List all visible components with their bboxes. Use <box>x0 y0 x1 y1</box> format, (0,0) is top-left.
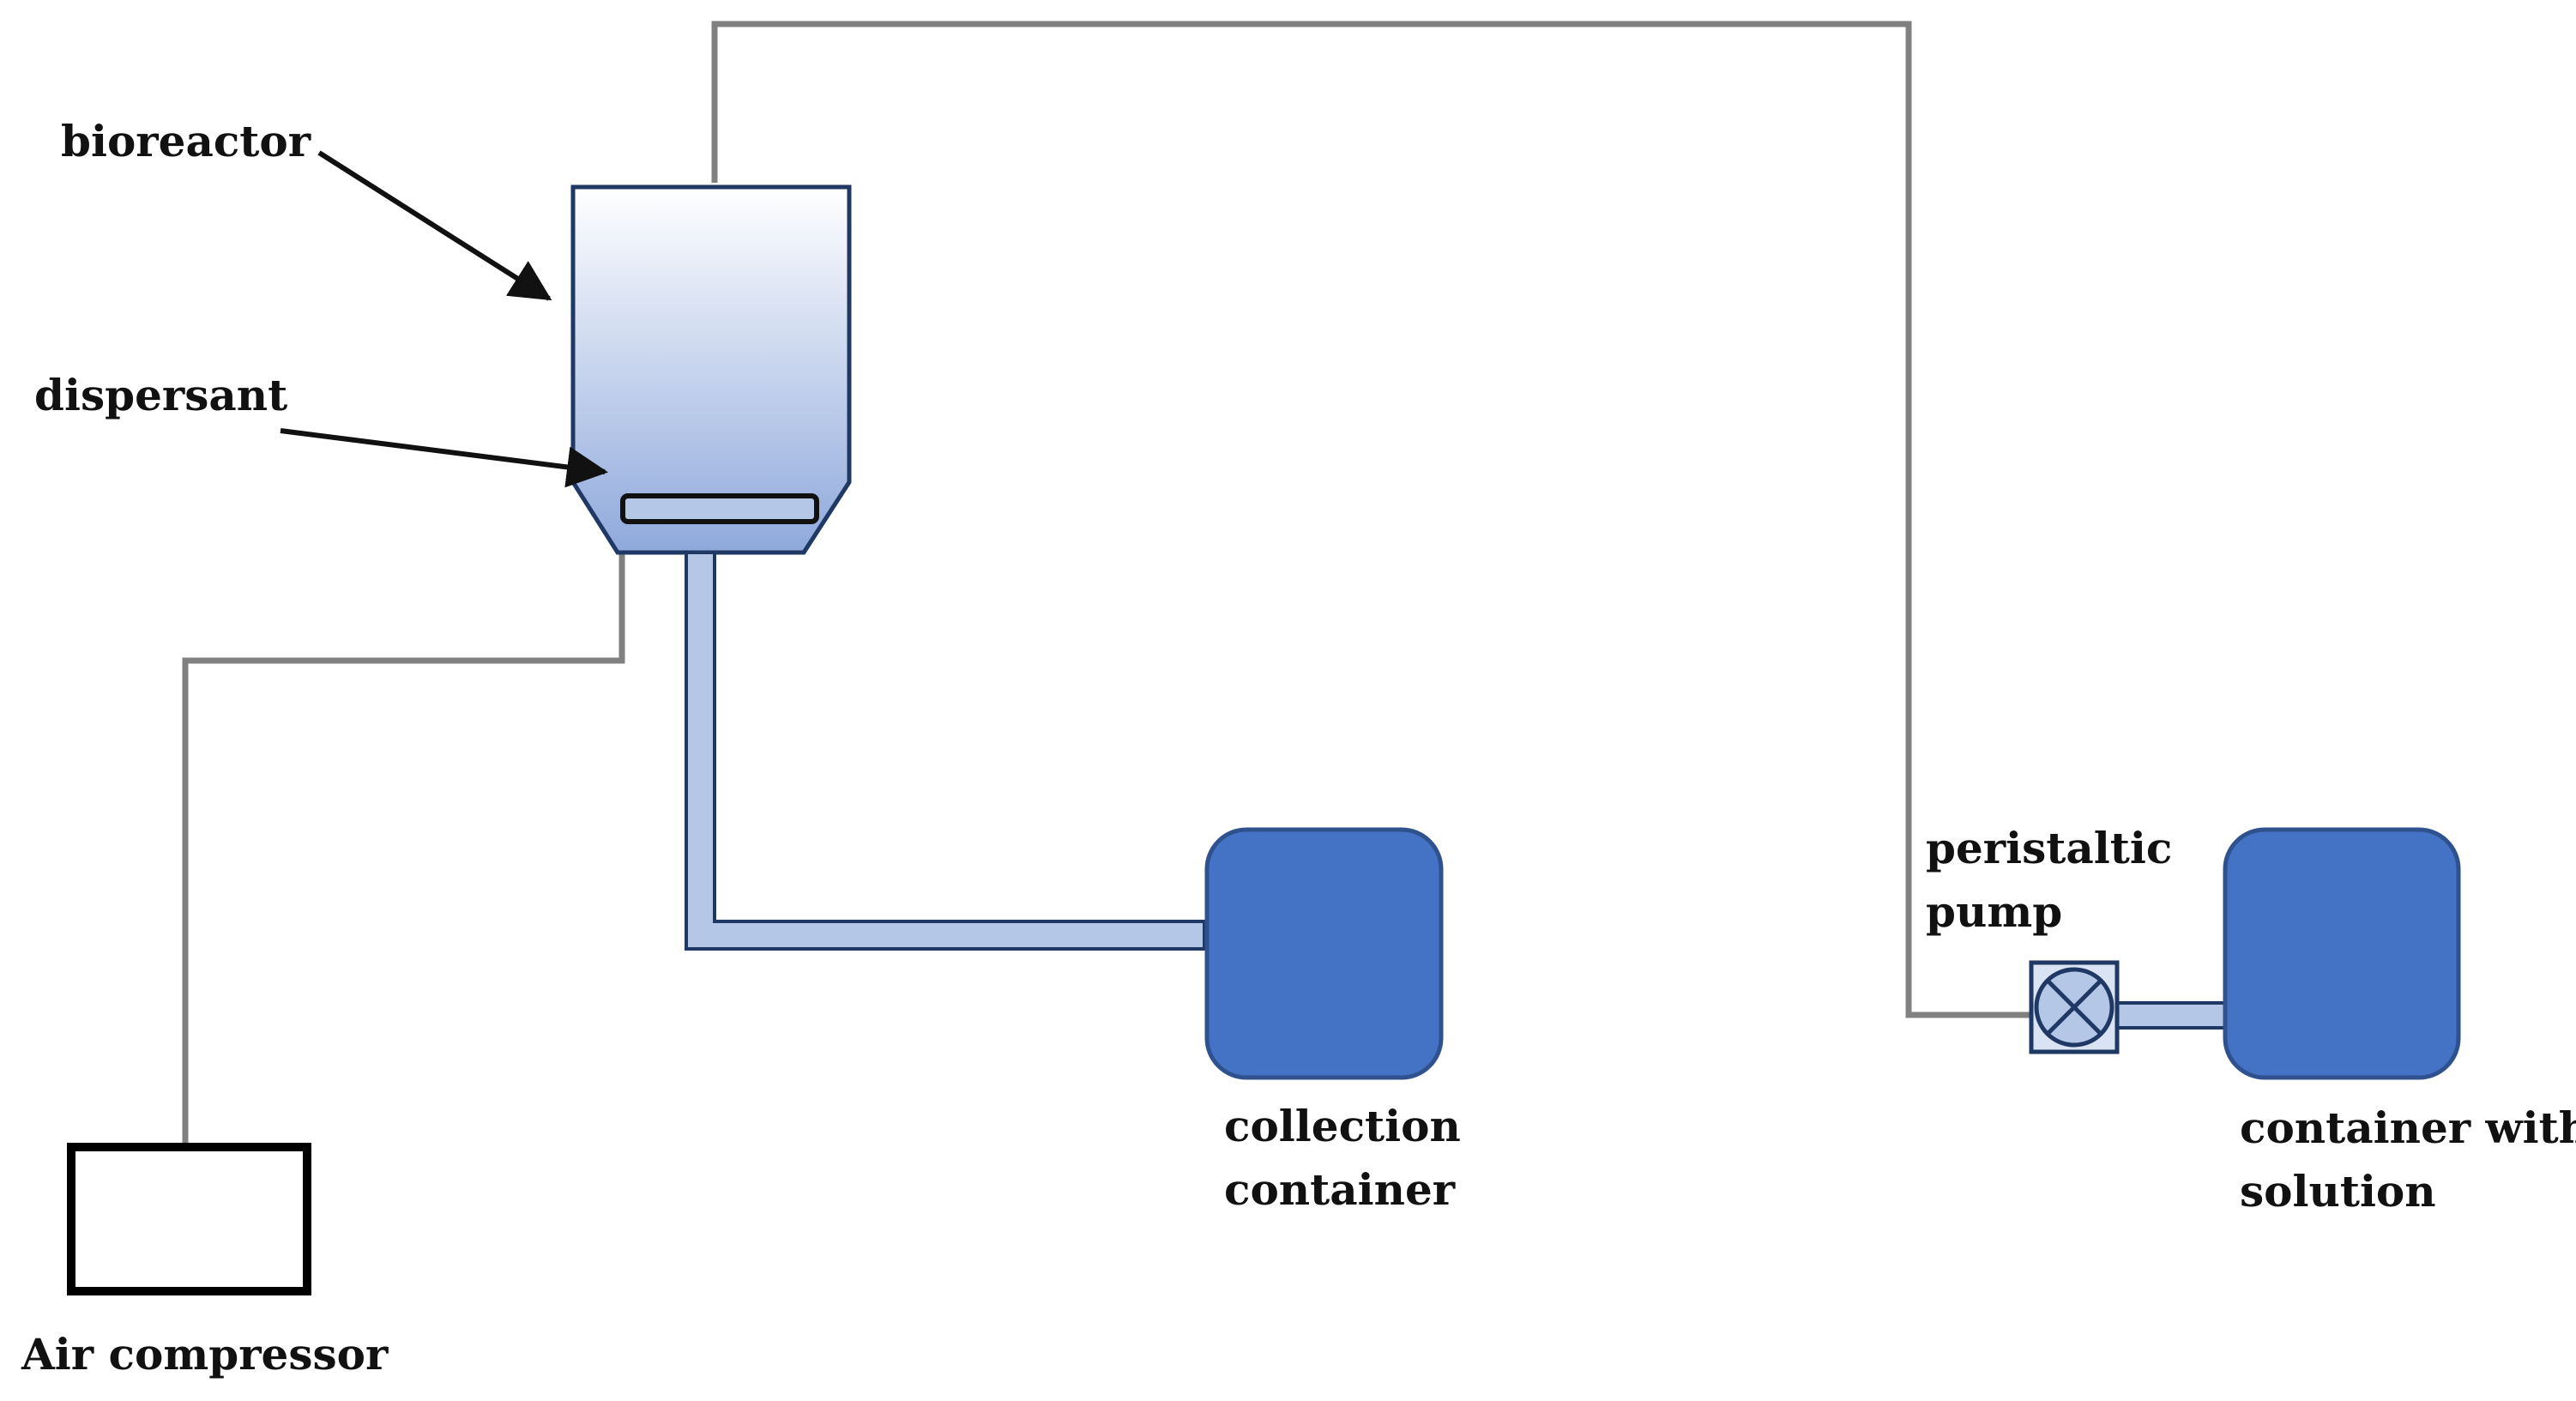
collection-container-label-line1: collection <box>1224 1101 1461 1151</box>
peristaltic-pump-label-line2: pump <box>1926 886 2062 937</box>
solution-container-label-line1: container with <box>2240 1102 2576 1153</box>
pump-cross-line <box>2046 979 2102 1036</box>
dispersant-label: dispersant <box>34 370 287 420</box>
air-supply-pipe <box>182 515 625 1167</box>
peristaltic-pump <box>2029 960 2120 1054</box>
pump-tube <box>2113 1001 2229 1030</box>
collection-container-label-line2: container <box>1224 1164 1456 1215</box>
air-compressor-box <box>67 1143 311 1295</box>
outlet-tube <box>685 551 1206 951</box>
collection-container <box>1204 827 1444 1080</box>
bioreactor-label: bioreactor <box>61 116 311 166</box>
dispersant-arrow <box>280 428 608 488</box>
air-compressor-label: Air compressor <box>21 1329 389 1380</box>
bioreactor-arrow <box>317 150 552 301</box>
feed-pipe <box>711 21 2035 1018</box>
solution-container-label-line2: solution <box>2240 1166 2436 1217</box>
dispersant-bar <box>620 493 819 524</box>
peristaltic-pump-label-line1: peristaltic <box>1926 823 2172 873</box>
solution-container <box>2223 827 2461 1080</box>
